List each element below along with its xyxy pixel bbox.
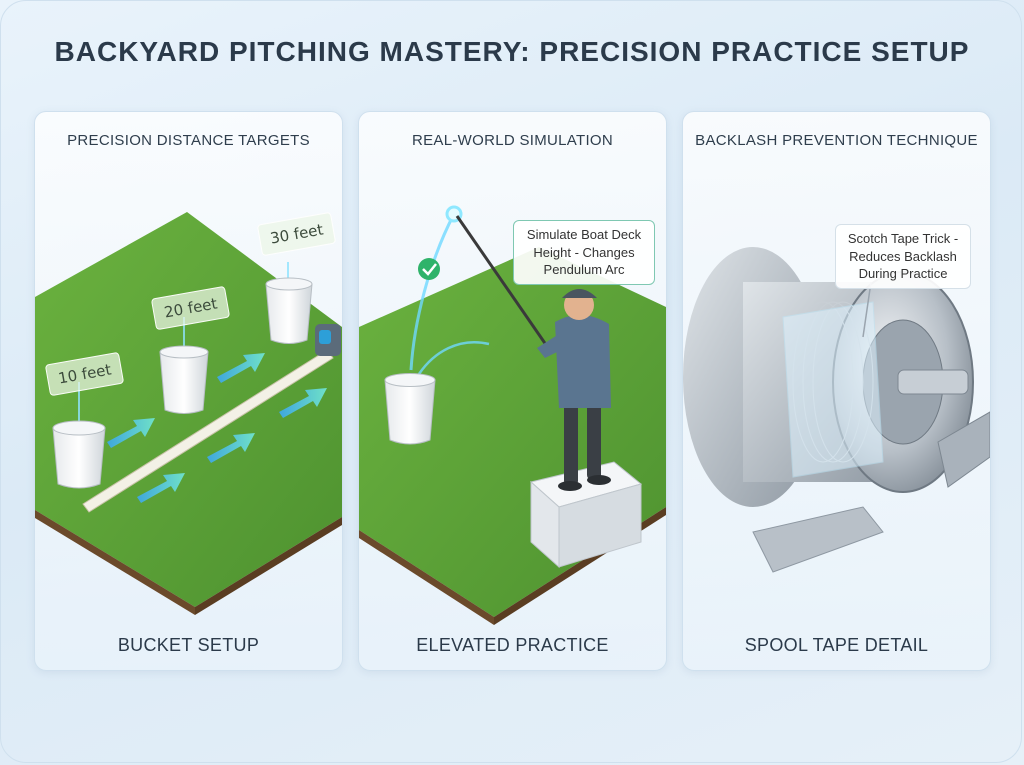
bucket-setup-illustration	[35, 212, 342, 615]
tape-measure-strip	[82, 349, 334, 513]
soil-edge-left	[35, 510, 195, 615]
panel-elevated-practice: REAL-WORLD SIMULATION	[358, 111, 667, 671]
page-title: BACKYARD PITCHING MASTERY: PRECISION PRA…	[54, 36, 970, 67]
soil-edge-right	[195, 517, 342, 615]
cooler-platform	[529, 461, 643, 569]
panel-spool-tape: BACKLASH PREVENTION TECHNIQUE Sco	[682, 111, 991, 671]
soil-edge-left	[359, 530, 494, 625]
reel-axle	[897, 369, 969, 395]
tape-measure-icon	[315, 324, 341, 356]
bucket-30ft	[265, 277, 313, 344]
fishing-rod	[455, 215, 553, 353]
callout-boat-deck: Simulate Boat Deck Height - Changes Pend…	[513, 220, 655, 285]
panel-heading: PRECISION DISTANCE TARGETS	[67, 132, 310, 149]
panel-bucket-setup: PRECISION DISTANCE TARGETS	[34, 111, 343, 671]
panel-footer: ELEVATED PRACTICE	[416, 635, 609, 655]
elevated-practice-illustration	[359, 205, 666, 625]
drop-arc	[417, 341, 490, 375]
callout-pointer	[862, 281, 872, 338]
reel-handle-arm	[937, 411, 990, 488]
checkmark-icon	[418, 258, 440, 280]
callout-scotch-tape: Scotch Tape Trick - Reduces Backlash Dur…	[835, 224, 971, 289]
panel-heading: BACKLASH PREVENTION TECHNIQUE	[695, 132, 978, 149]
arrow-icon	[107, 353, 327, 503]
panel-footer: SPOOL TAPE DETAIL	[744, 635, 929, 655]
reel-foot	[752, 506, 884, 573]
target-bucket	[384, 373, 436, 445]
scotch-tape-band	[782, 301, 884, 478]
bucket-10ft	[52, 420, 106, 489]
bucket-20ft	[159, 345, 209, 414]
spool-tape-illustration	[683, 247, 990, 573]
angler-figure	[537, 289, 611, 491]
panel-heading: REAL-WORLD SIMULATION	[411, 132, 614, 149]
swing-arc	[409, 213, 456, 371]
panel-footer: BUCKET SETUP	[117, 635, 260, 655]
